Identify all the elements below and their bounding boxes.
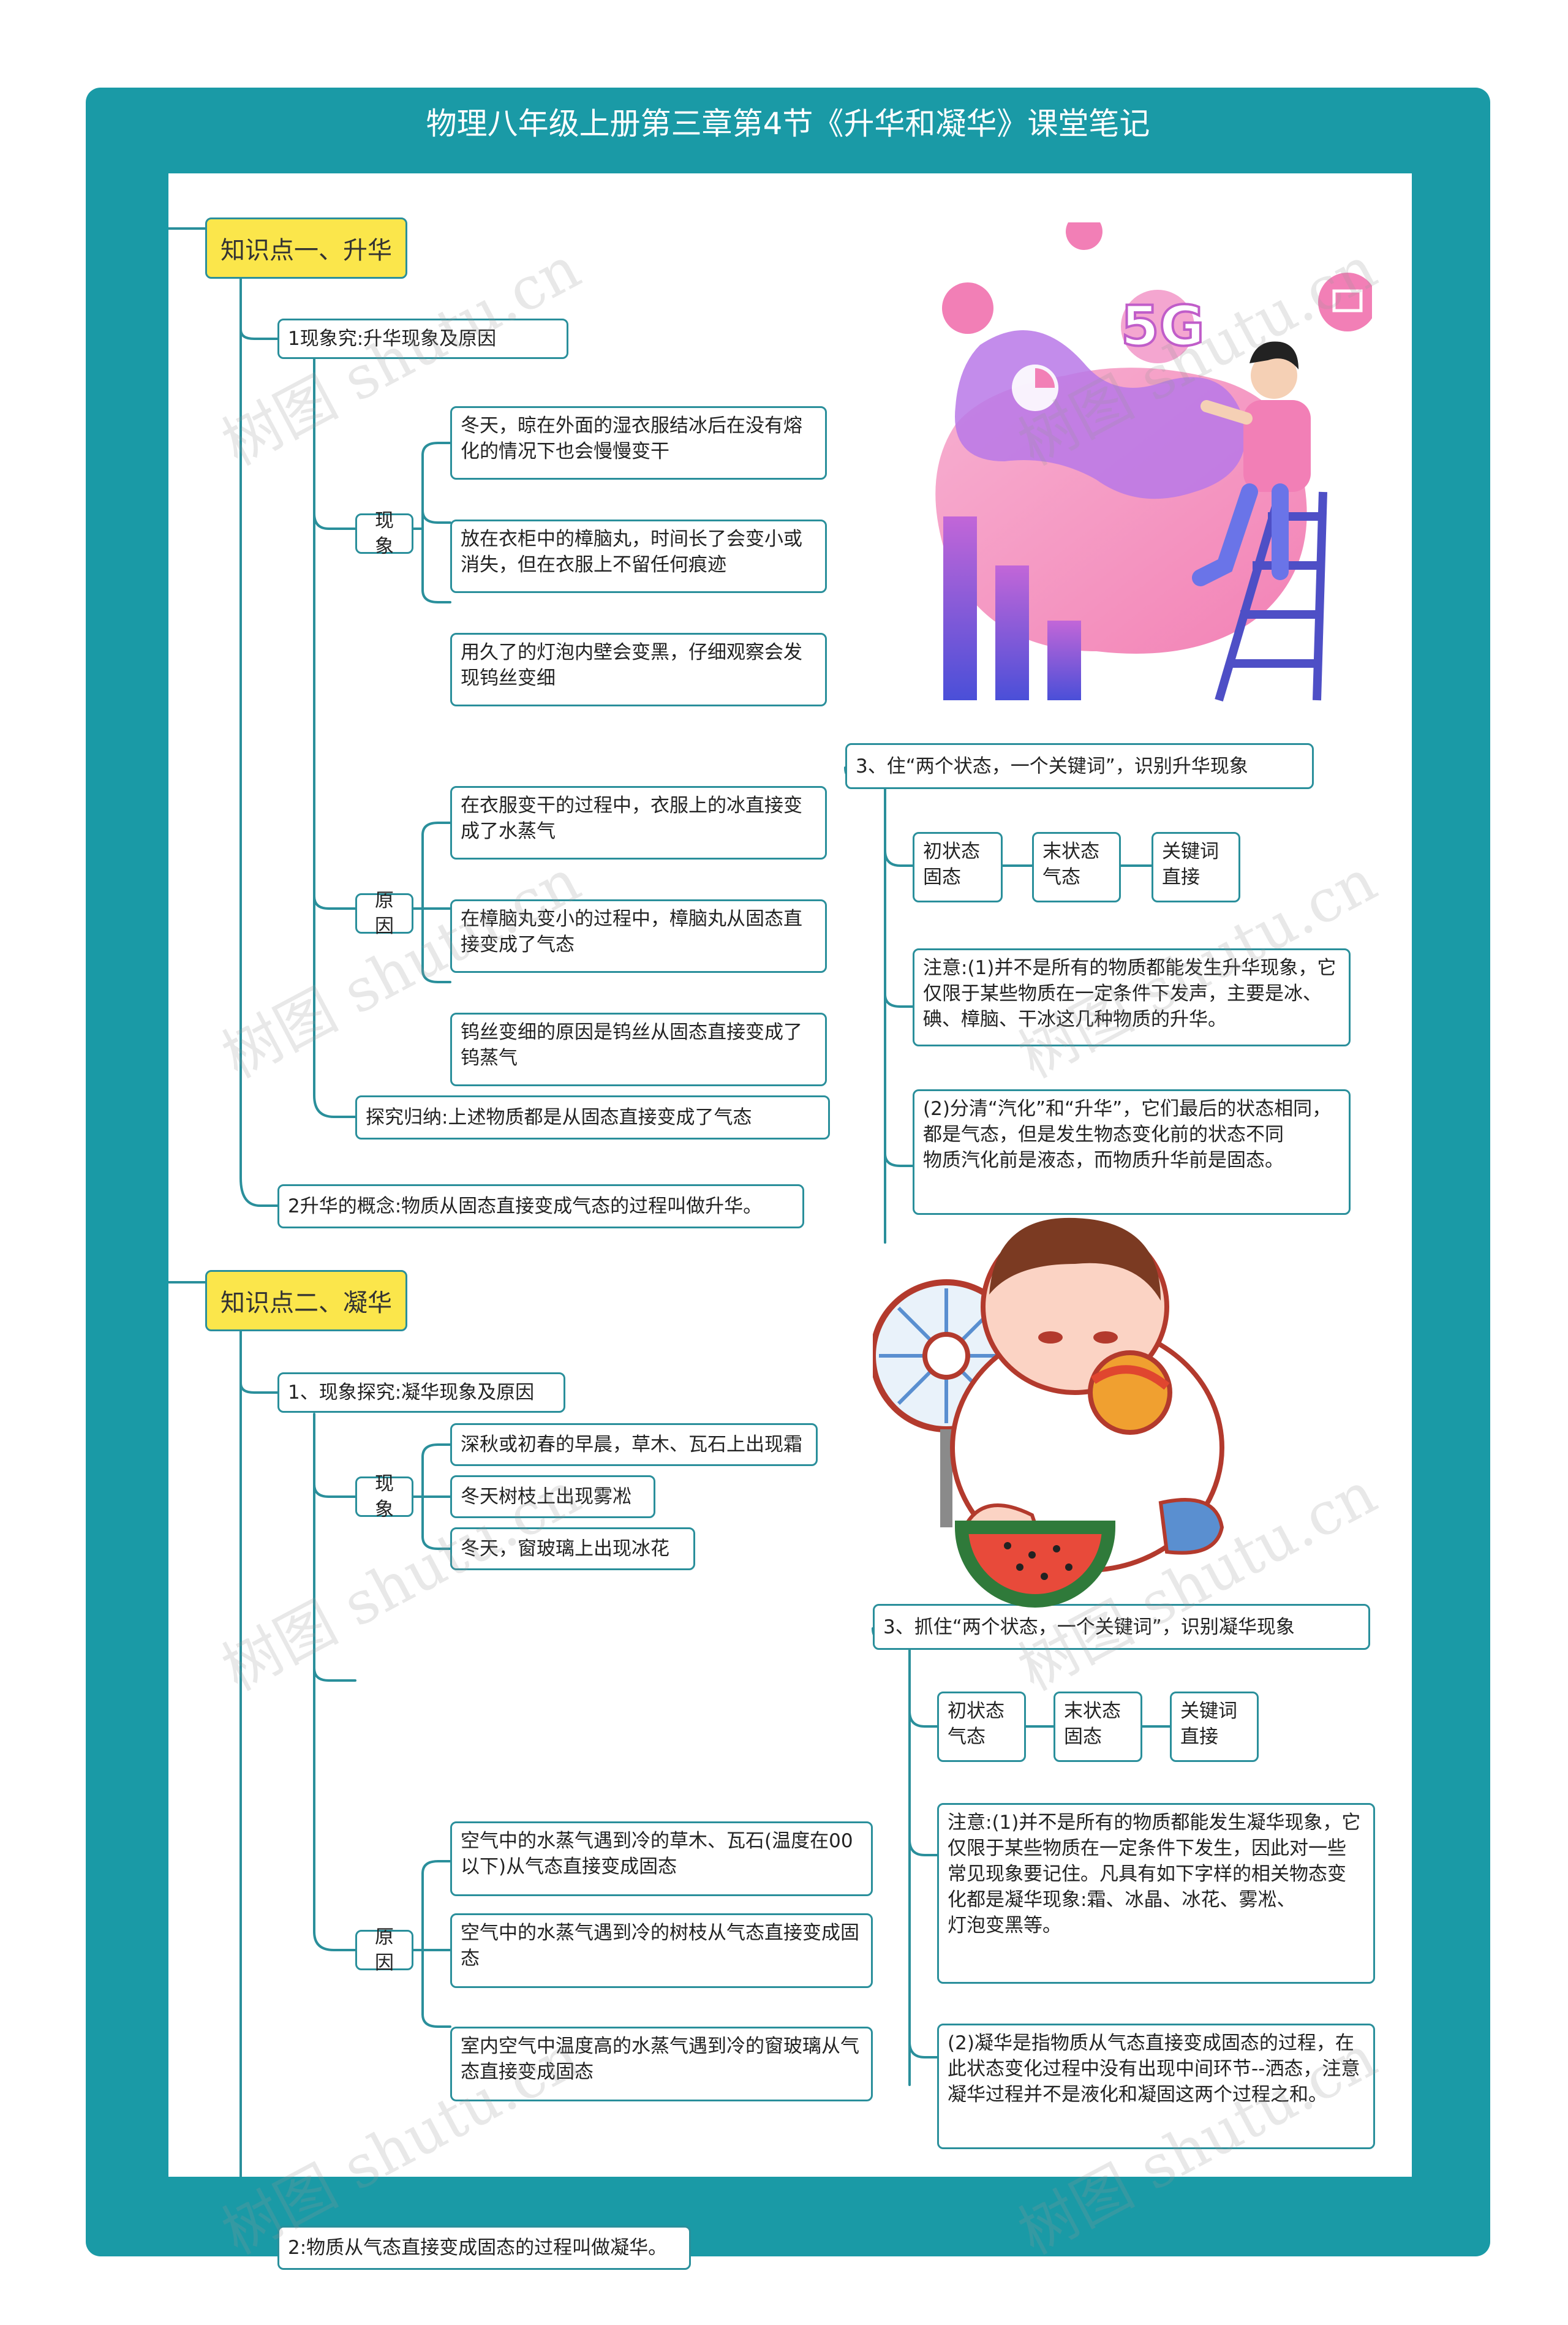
- section1-heading[interactable]: 知识点一、升华: [205, 217, 407, 279]
- section2-phenomenon-3[interactable]: 冬天，窗玻璃上出现冰花: [450, 1527, 695, 1570]
- section1-summary[interactable]: 探究归纳:上述物质都是从固态直接变成了气态: [355, 1095, 830, 1140]
- section1-concept[interactable]: 2升华的概念:物质从固态直接变成气态的过程叫做升华。: [277, 1184, 804, 1228]
- section2-state-initial[interactable]: 初状态 气态: [937, 1692, 1026, 1762]
- section2-phenomenon-2[interactable]: 冬天树枝上出现雾凇: [450, 1475, 655, 1518]
- section2-reason-1[interactable]: 空气中的水蒸气遇到冷的草木、瓦石(温度在00以下)从气态直接变成固态: [450, 1821, 873, 1896]
- section2-reason-2[interactable]: 空气中的水蒸气遇到冷的树枝从气态直接变成固态: [450, 1913, 873, 1988]
- section1-state-keyword[interactable]: 关键词 直接: [1152, 832, 1240, 902]
- section1-phenomenon-2[interactable]: 放在衣柜中的樟脑丸，时间长了会变小或消失，但在衣服上不留任何痕迹: [450, 520, 827, 593]
- section2-reason-3[interactable]: 室内空气中温度高的水蒸气遇到冷的窗玻璃从气态直接变成固态: [450, 2027, 873, 2101]
- section2-phenomena-label[interactable]: 现象: [355, 1473, 413, 1521]
- section1-note-2[interactable]: (2)分清“汽化”和“升华”，它们最后的状态相同，都是气态，但是发生物态变化前的…: [913, 1089, 1351, 1215]
- section1-note-1[interactable]: 注意:(1)并不是所有的物质都能发生升华现象，它仅限于某些物质在一定条件下发声，…: [913, 948, 1351, 1046]
- section1-reasons-label[interactable]: 原因: [355, 890, 413, 937]
- section1-reason-2[interactable]: 在樟脑丸变小的过程中，樟脑丸从固态直接变成了气态: [450, 899, 827, 973]
- page-title: 物理八年级上册第三章第4节《升华和凝华》课堂笔记: [426, 106, 1150, 142]
- section1-phenomenon-1[interactable]: 冬天，晾在外面的湿衣服结冰后在没有熔化的情况下也会慢慢变干: [450, 406, 827, 480]
- section2-heading[interactable]: 知识点二、凝华: [205, 1270, 407, 1331]
- 5g-network-illustration: 5G: [935, 222, 1372, 701]
- section2-state-keyword[interactable]: 关键词 直接: [1170, 1692, 1259, 1762]
- section2-phenomenon-1[interactable]: 深秋或初春的早晨，草木、瓦石上出现霜: [450, 1423, 818, 1466]
- section2-explore[interactable]: 1、现象探究:凝华现象及原因: [277, 1372, 565, 1413]
- section1-explore[interactable]: 1现象究:升华现象及原因: [277, 319, 568, 359]
- section2-concept[interactable]: 2:物质从气态直接变成固态的过程叫做凝华。: [277, 2226, 691, 2270]
- section1-state-initial[interactable]: 初状态 固态: [913, 832, 1003, 902]
- section1-reason-1[interactable]: 在衣服变干的过程中，衣服上的冰直接变成了水蒸气: [450, 786, 827, 860]
- section2-note-2[interactable]: (2)凝华是指物质从气态直接变成固态的过程，在此状态变化过程中没有出现中间环节-…: [937, 2024, 1375, 2149]
- section2-grasp[interactable]: 3、抓住“两个状态，一个关键词”，识别凝华现象: [873, 1604, 1370, 1650]
- 5g-label: 5G: [1121, 294, 1205, 358]
- mindmap-panel: 知识点一、升华 1现象究:升华现象及原因 现象 冬天，晾在外面的湿衣服结冰后在没…: [168, 173, 1412, 2270]
- section2-state-final[interactable]: 末状态 固态: [1054, 1692, 1142, 1762]
- section2-note-1[interactable]: 注意:(1)并不是所有的物质都能发生凝华现象，它仅限于某些物质在一定条件下发生，…: [937, 1803, 1375, 1984]
- section1-state-final[interactable]: 末状态 气态: [1032, 832, 1121, 902]
- connector-lines: [168, 227, 1171, 2177]
- section1-grasp[interactable]: 3、住“两个状态，一个关键词”，识别升华现象: [845, 743, 1314, 789]
- hot-kid-eating-watermelon-illustration: [873, 1217, 1224, 1608]
- section1-phenomena-label[interactable]: 现象: [355, 510, 413, 558]
- section1-reason-3[interactable]: 钨丝变细的原因是钨丝从固态直接变成了钨蒸气: [450, 1013, 827, 1086]
- section1-phenomenon-3[interactable]: 用久了的灯泡内壁会变黑，仔细观察会发现钨丝变细: [450, 633, 827, 706]
- section2-reasons-label[interactable]: 原因: [355, 1926, 413, 1974]
